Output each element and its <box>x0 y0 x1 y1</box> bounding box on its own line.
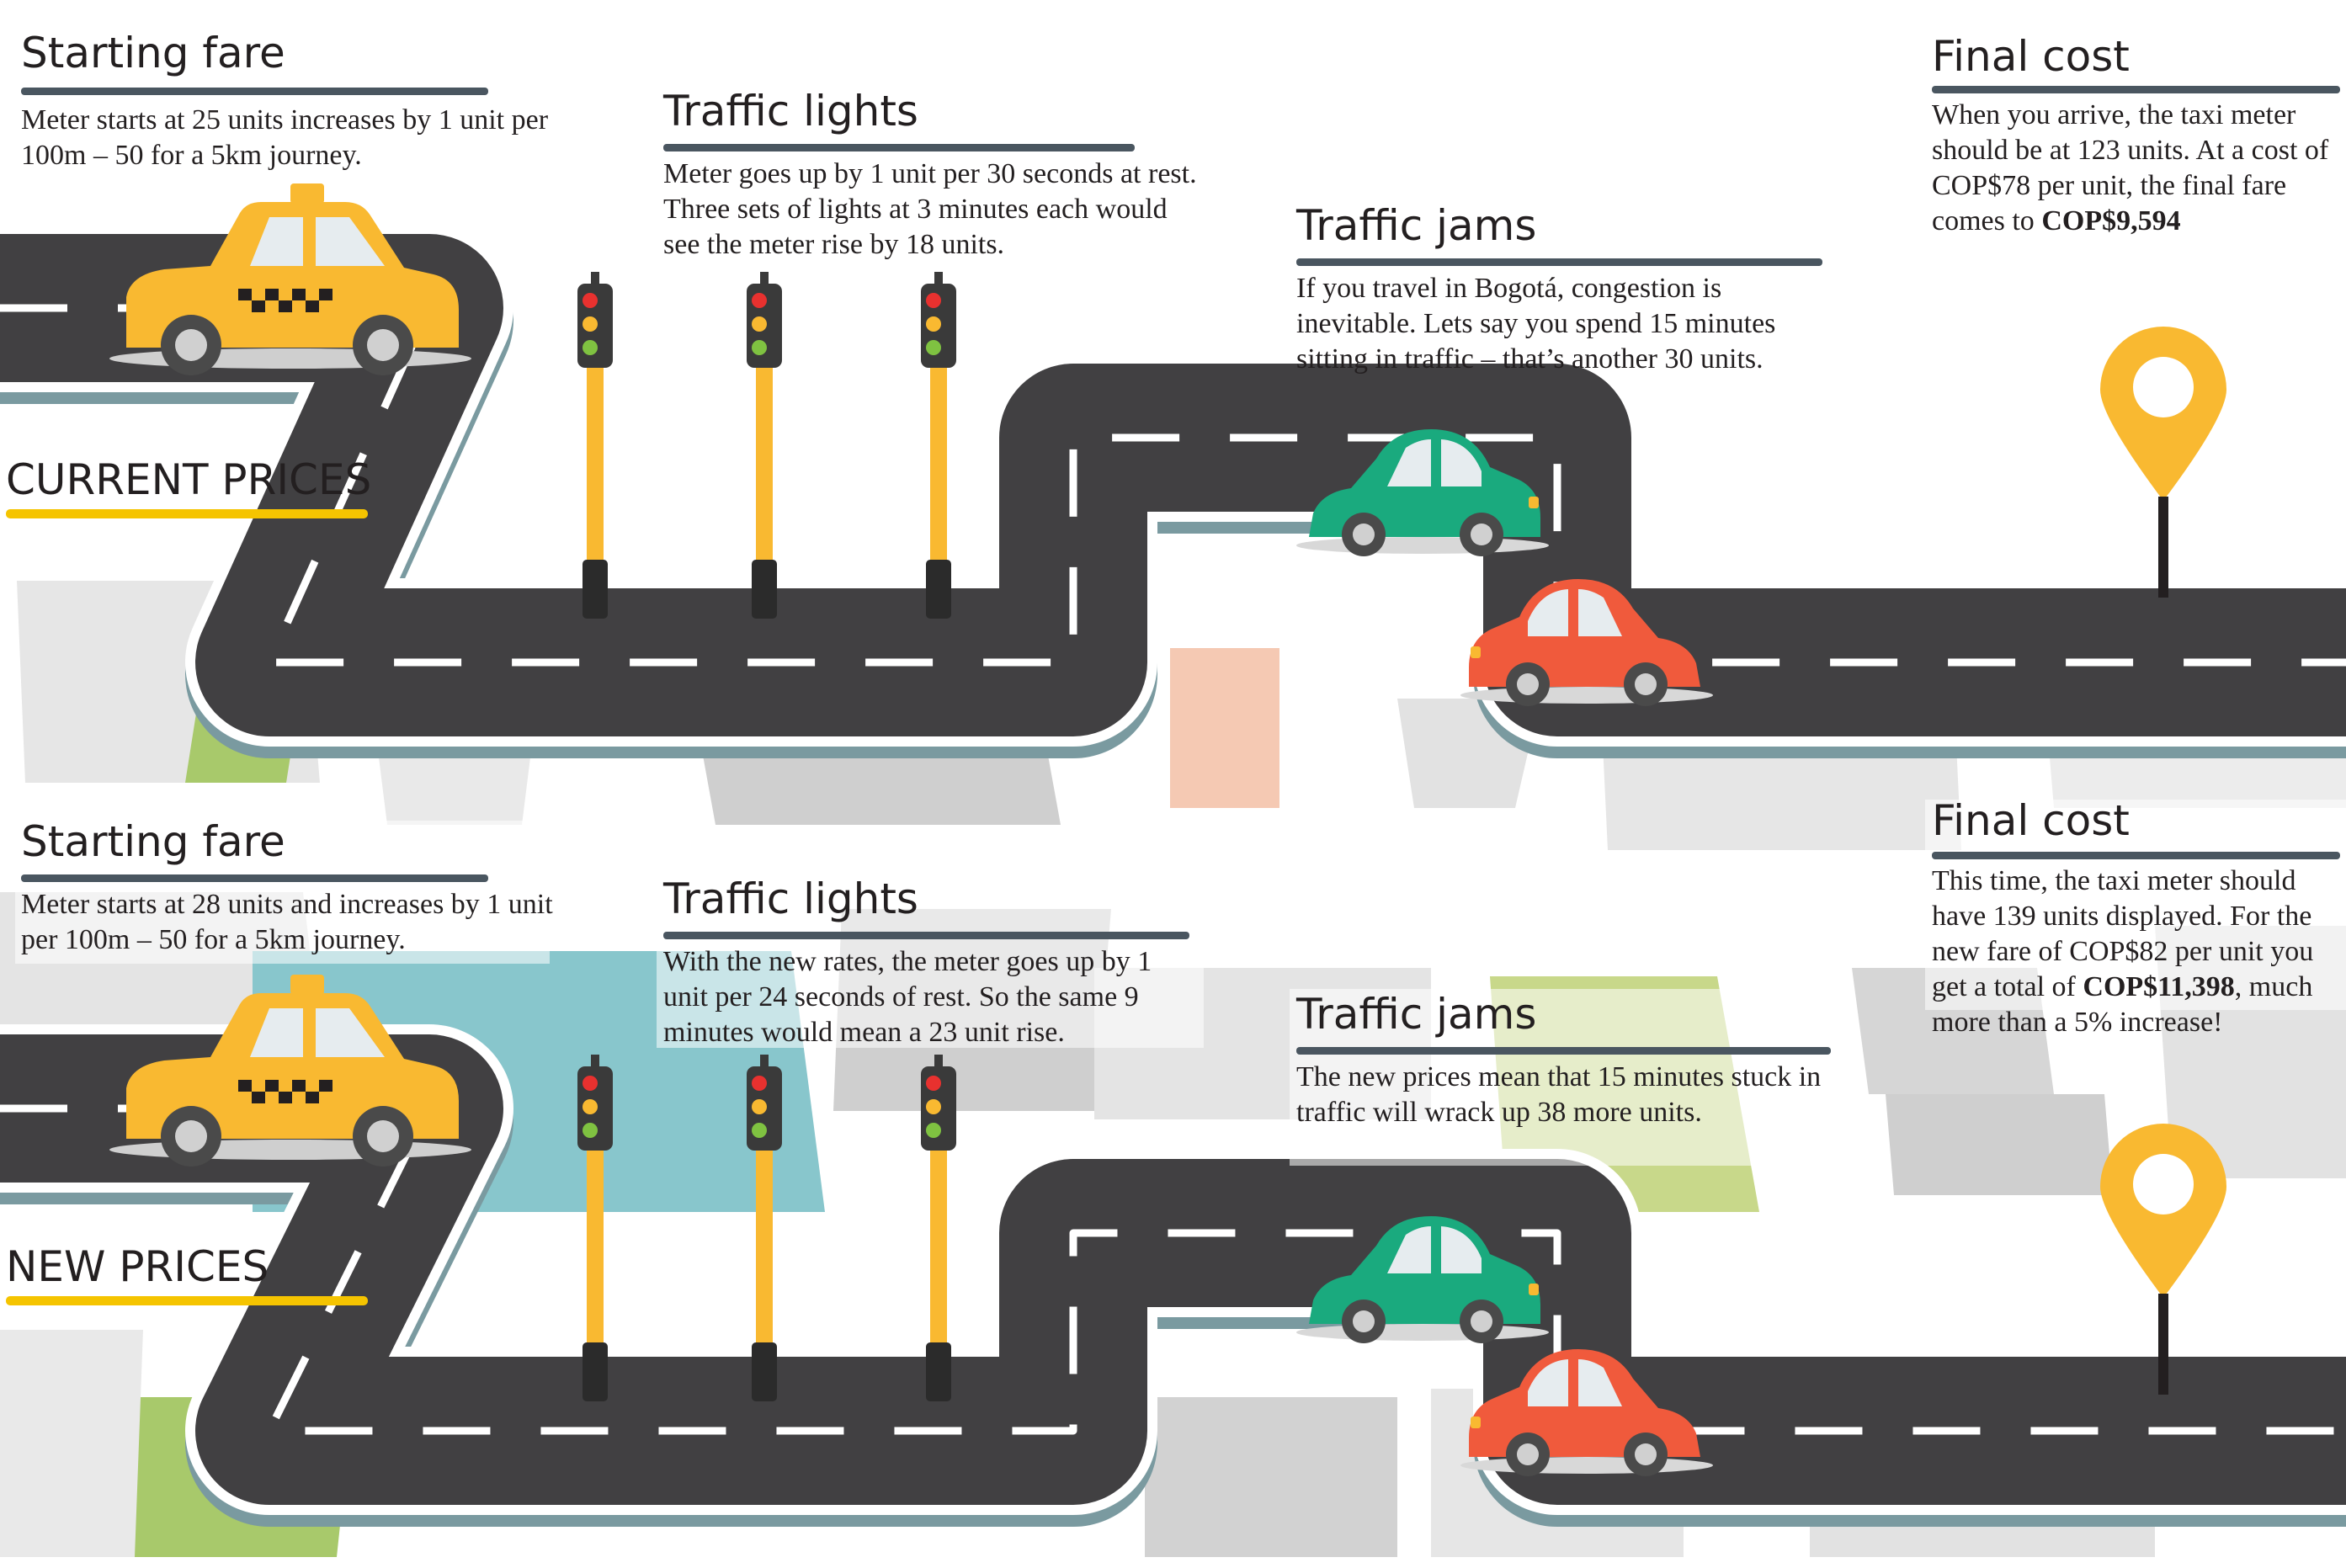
current-final-cost-text: When you arrive, the taxi meter should b… <box>1932 99 2329 237</box>
heading-rule <box>1296 1047 1831 1055</box>
heading-rule <box>1932 852 2340 859</box>
current-traffic-jams-text: If you travel in Bogotá, congestion is i… <box>1296 273 1776 375</box>
section-underline <box>6 509 368 518</box>
new-final-cost-title: Final cost <box>1932 796 2130 845</box>
heading-rule <box>21 88 488 95</box>
new-starting-fare-title: Starting fare <box>21 817 285 866</box>
heading-rule <box>1296 258 1822 266</box>
new-traffic-lights-title: Traffic lights <box>663 874 918 923</box>
current-final-cost-title: Final cost <box>1932 32 2130 81</box>
new-prices-label: NEW PRICES <box>6 1242 269 1291</box>
current-traffic-lights-title: Traffic lights <box>663 87 918 136</box>
current-starting-fare-title: Starting fare <box>21 29 285 77</box>
text-backdrop <box>1290 989 1828 1166</box>
current-total-fare: COP$9,594 <box>2041 205 2181 237</box>
current-traffic-lights-text: Meter goes up by 1 unit per 30 seconds a… <box>663 158 1197 260</box>
heading-rule <box>21 874 488 882</box>
new-starting-fare-text: Meter starts at 28 units and increases b… <box>21 889 553 955</box>
text-backdrop <box>15 821 550 964</box>
current-starting-fare-text: Meter starts at 25 units increases by 1 … <box>21 104 549 171</box>
new-traffic-lights-text: With the new rates, the meter goes up by… <box>663 946 1152 1048</box>
heading-rule <box>663 144 1135 151</box>
heading-rule <box>1932 86 2340 93</box>
text-backdrop <box>1925 800 2346 1010</box>
new-traffic-jams-text: The new prices mean that 15 minutes stuc… <box>1296 1061 1822 1128</box>
new-final-cost-text: This time, the taxi meter should have 13… <box>1932 865 2314 1038</box>
new-traffic-jams-title: Traffic jams <box>1296 990 1537 1039</box>
new-total-fare: COP$11,398 <box>2083 971 2235 1002</box>
current-prices-label: CURRENT PRICES <box>6 455 372 504</box>
current-traffic-jams-title: Traffic jams <box>1296 201 1537 250</box>
heading-rule <box>663 932 1189 939</box>
text-backdrop <box>657 880 1204 1048</box>
section-underline <box>6 1296 368 1305</box>
